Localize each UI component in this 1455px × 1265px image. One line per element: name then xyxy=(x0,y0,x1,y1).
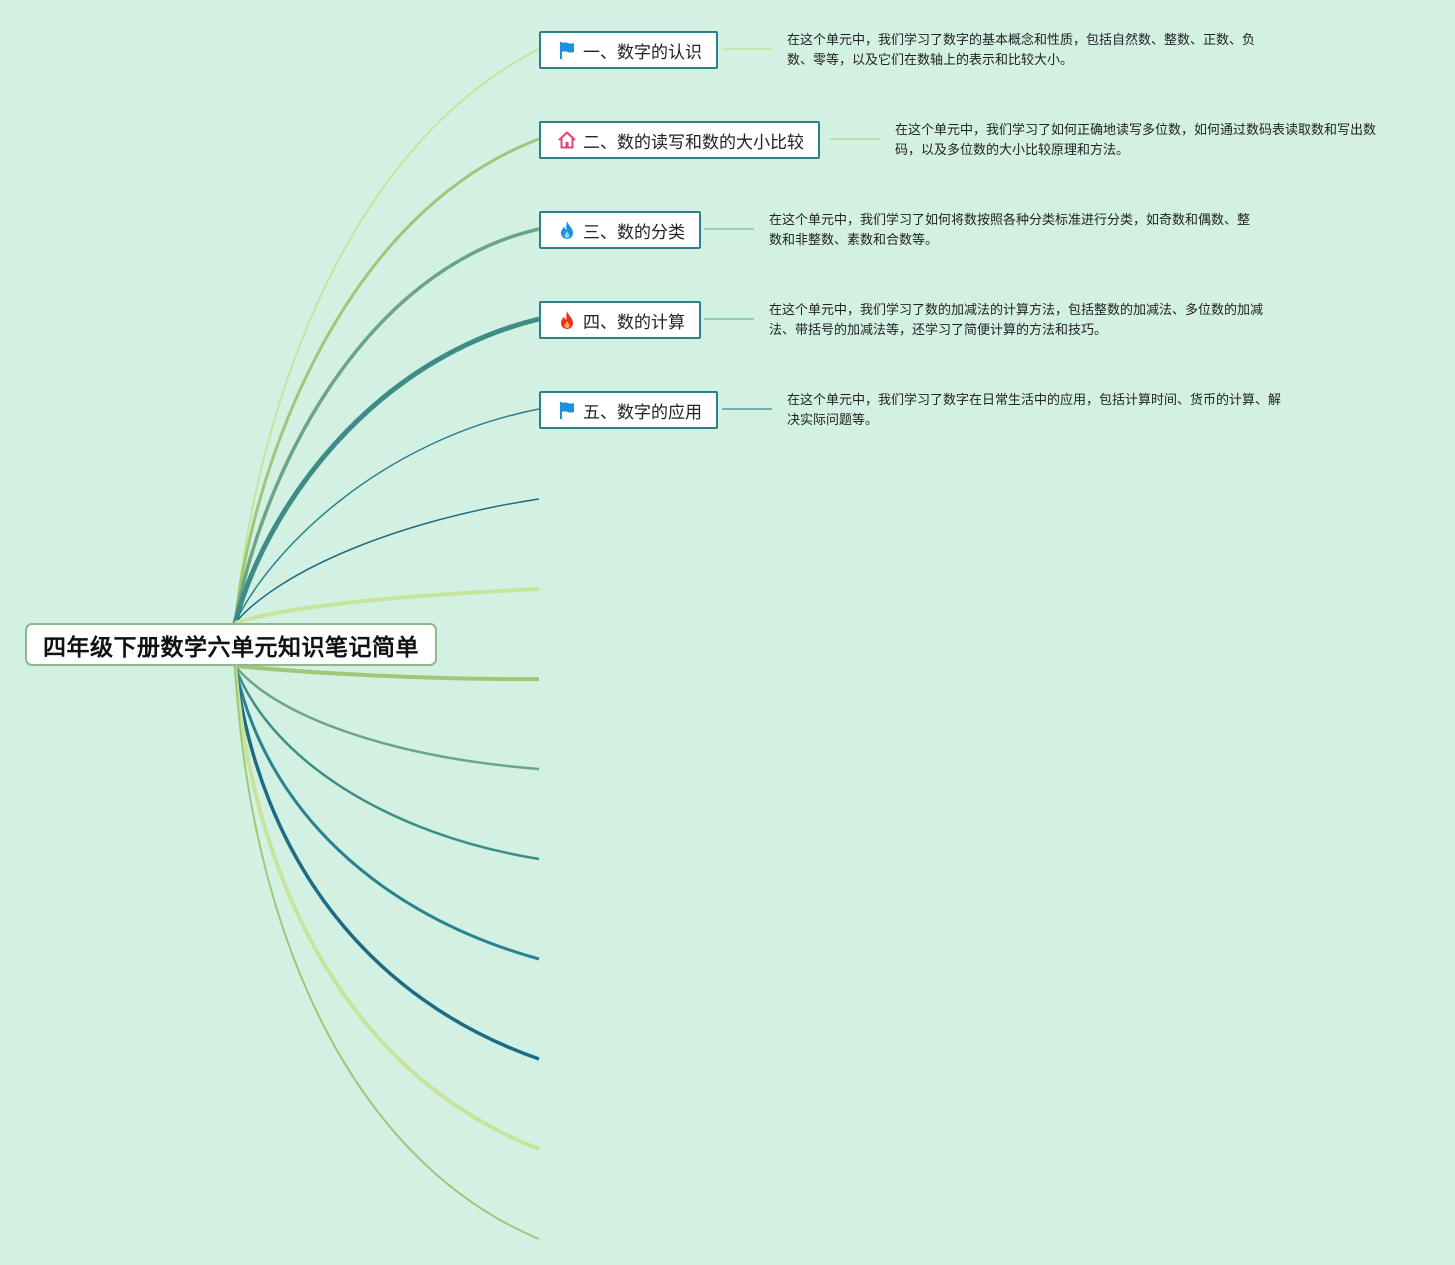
branch-line xyxy=(234,587,540,625)
branch-line xyxy=(233,665,540,961)
topic-label: 四、数的计算 xyxy=(583,312,685,333)
branch-line xyxy=(233,665,540,1151)
topic-note: 在这个单元中，我们学习了如何正确地读写多位数，如何通过数码表读取数和写出数码，以… xyxy=(895,123,1377,158)
branch-line xyxy=(234,498,540,624)
topic-label: 五、数字的应用 xyxy=(583,402,702,423)
branch-line xyxy=(234,665,540,771)
topic-note: 在这个单元中，我们学习了数字在日常生活中的应用，包括计算时间、货币的计算、解决实… xyxy=(787,393,1282,428)
root-topic[interactable]: 四年级下册数学六单元知识笔记简单 xyxy=(25,623,437,666)
flag-icon xyxy=(557,400,577,420)
blue-flame-icon xyxy=(557,220,577,240)
topic-note: 在这个单元中，我们学习了数字的基本概念和性质，包括自然数、整数、正数、负数、零等… xyxy=(787,33,1256,68)
topic-4[interactable]: 四、数的计算 xyxy=(539,301,701,339)
topic-label: 二、数的读写和数的大小比较 xyxy=(583,132,804,153)
home-icon xyxy=(557,130,577,150)
topic-5[interactable]: 五、数字的应用 xyxy=(539,391,718,429)
topic-note: 在这个单元中，我们学习了如何将数按照各种分类标准进行分类，如奇数和偶数、整数和非… xyxy=(769,213,1251,248)
branch-line xyxy=(233,227,540,624)
branch-line xyxy=(234,408,540,624)
branch-line xyxy=(233,665,540,1061)
branch-line xyxy=(233,137,540,624)
flag-icon xyxy=(557,40,577,60)
topic-2[interactable]: 二、数的读写和数的大小比较 xyxy=(539,121,820,159)
topic-label: 一、数字的认识 xyxy=(583,42,702,63)
branch-line xyxy=(234,664,540,682)
topic-1[interactable]: 一、数字的认识 xyxy=(539,31,718,69)
branch-line xyxy=(233,665,540,861)
red-flame-icon xyxy=(557,310,577,330)
topic-label: 三、数的分类 xyxy=(583,222,685,243)
branch-line xyxy=(234,48,540,624)
branch-line xyxy=(234,665,540,1240)
topic-note: 在这个单元中，我们学习了数的加减法的计算方法，包括整数的加减法、多位数的加减法、… xyxy=(769,303,1264,338)
topic-3[interactable]: 三、数的分类 xyxy=(539,211,701,249)
branch-line xyxy=(232,316,540,624)
